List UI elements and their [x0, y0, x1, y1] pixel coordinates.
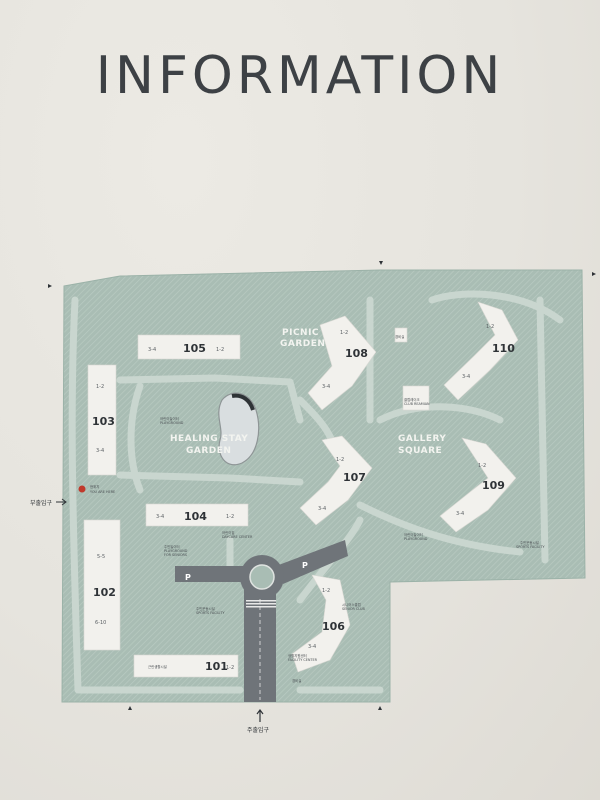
- building-102: [83, 519, 121, 651]
- guard-house-2-label: 경비실: [292, 678, 301, 683]
- welfare-ko: 생활지원센터: [288, 653, 307, 658]
- arrow-north-icon: [379, 261, 383, 265]
- arrow-south-west-icon: [128, 706, 132, 710]
- building-109-floors-top: 1-2: [478, 463, 486, 469]
- you-are-here-ko: 현위치: [90, 484, 99, 489]
- retail-label: 근린생활시설: [148, 664, 167, 669]
- building-108-floors-top: 1-2: [340, 330, 348, 336]
- building-106-floors-bottom: 3-4: [308, 644, 316, 650]
- you-are-here-en: YOU ARE HERE: [90, 490, 115, 494]
- parking-lot-east: [276, 540, 348, 584]
- building-108: [307, 315, 377, 411]
- playground-1-en: PLAYGROUND: [160, 421, 184, 425]
- building-107-floors-bottom: 3-4: [318, 506, 326, 512]
- picnic-garden-label-1: PICNIC: [282, 328, 319, 338]
- building-103-label: 103: [92, 415, 115, 428]
- parking-label-east: P: [302, 561, 308, 570]
- picnic-garden-label-2: GARDEN: [280, 339, 325, 349]
- sports-1-ko: 주민운동시설: [196, 606, 215, 611]
- parking-lot-west: [175, 566, 245, 582]
- building-105: [137, 334, 241, 360]
- guard-house-label: 경비실: [395, 334, 404, 339]
- building-105-label: 105: [183, 342, 206, 355]
- sports-2-en: SPORTS FACILITY: [516, 545, 546, 549]
- sports-2-ko: 주민운동시설: [520, 540, 539, 545]
- building-104-floors-right: 1-2: [226, 514, 234, 520]
- gallery-square-label-2: SQUARE: [398, 446, 442, 456]
- main-entrance-label: 주출입구: [247, 726, 270, 734]
- building-108-floors-bottom: 3-4: [322, 384, 330, 390]
- sports-1-en: SPORTS FACILITY: [196, 611, 226, 615]
- pond: [218, 392, 260, 466]
- board-title: INFORMATION: [95, 46, 505, 106]
- daycare-en: DAYCARE CENTER: [222, 535, 253, 539]
- arrow-south-east-icon: [378, 706, 382, 710]
- building-106-label: 106: [322, 620, 345, 633]
- building-109: [439, 437, 517, 533]
- building-101-floors-right: 1-2: [226, 665, 234, 671]
- gallery-square-label-1: GALLERY: [398, 434, 446, 444]
- building-107-label: 107: [343, 471, 366, 484]
- building-110-floors-bottom: 3-4: [462, 374, 470, 380]
- building-107: [299, 435, 373, 526]
- building-109-label: 109: [482, 479, 505, 492]
- building-104: [145, 503, 249, 527]
- building-103-floors-top: 1-2: [96, 384, 104, 390]
- main-entrance-arrow-icon: [256, 709, 264, 722]
- side-entrance-arrow-icon: [56, 498, 67, 506]
- building-102-label: 102: [93, 586, 116, 599]
- side-entrance-label: 부출입구: [30, 499, 53, 507]
- playground-3-ko: 어린이놀이터: [404, 532, 423, 537]
- building-102-floors-top: 5-5: [97, 554, 105, 560]
- senior-playground-ko: 주민놀이터: [164, 544, 180, 549]
- playground-3-en: PLAYGROUND: [404, 537, 428, 541]
- building-106: [291, 574, 351, 673]
- playground-1-ko: 어린이놀이터: [160, 416, 179, 421]
- building-104-label: 104: [184, 510, 207, 523]
- pond-rocks: [231, 393, 255, 411]
- building-104-floors-left: 3-4: [156, 514, 164, 520]
- welfare-en: FACILITY CENTER: [288, 658, 318, 662]
- guard-house: [394, 327, 408, 343]
- senior-playground-en-2: FOR SENIORS: [164, 553, 187, 557]
- building-105-floors-right: 1-2: [216, 347, 224, 353]
- club-ko: 클럽레이크: [404, 397, 420, 402]
- building-110-floors-top: 1-2: [486, 324, 494, 330]
- club-building: [402, 385, 430, 411]
- boundary-arrows: [48, 261, 596, 710]
- healing-garden-label-2: GARDEN: [186, 446, 231, 456]
- daycare-ko: 어린이집: [222, 530, 234, 535]
- parking-label-west: P: [185, 573, 191, 582]
- senior-playground-en: PLAYGROUND: [164, 549, 188, 553]
- building-107-floors-top: 1-2: [336, 457, 344, 463]
- building-105-floors-left: 3-4: [148, 347, 156, 353]
- arrow-east-icon: [592, 272, 596, 276]
- building-110: [443, 301, 519, 401]
- building-101: [133, 654, 239, 678]
- arrow-west-icon: [48, 284, 52, 288]
- building-106-floors-top: 1-2: [322, 588, 330, 594]
- healing-garden-label-1: HEALING STAY: [170, 434, 248, 444]
- building-101-label: 101: [205, 660, 228, 673]
- building-103-floors-bottom: 3-4: [96, 448, 104, 454]
- building-103: [87, 364, 117, 476]
- building-108-label: 108: [345, 347, 368, 360]
- building-110-label: 110: [492, 342, 515, 355]
- entrance-road: [175, 540, 348, 702]
- senior-club-en: SENIOR CLUB: [342, 607, 366, 611]
- building-102-floors-bottom: 6-10: [95, 620, 106, 626]
- building-109-floors-bottom: 3-4: [456, 511, 464, 517]
- club-en: CLUB REAMIAN: [404, 402, 430, 406]
- senior-club-ko: 시니어스클럽: [342, 602, 361, 607]
- you-are-here-marker: [78, 485, 86, 493]
